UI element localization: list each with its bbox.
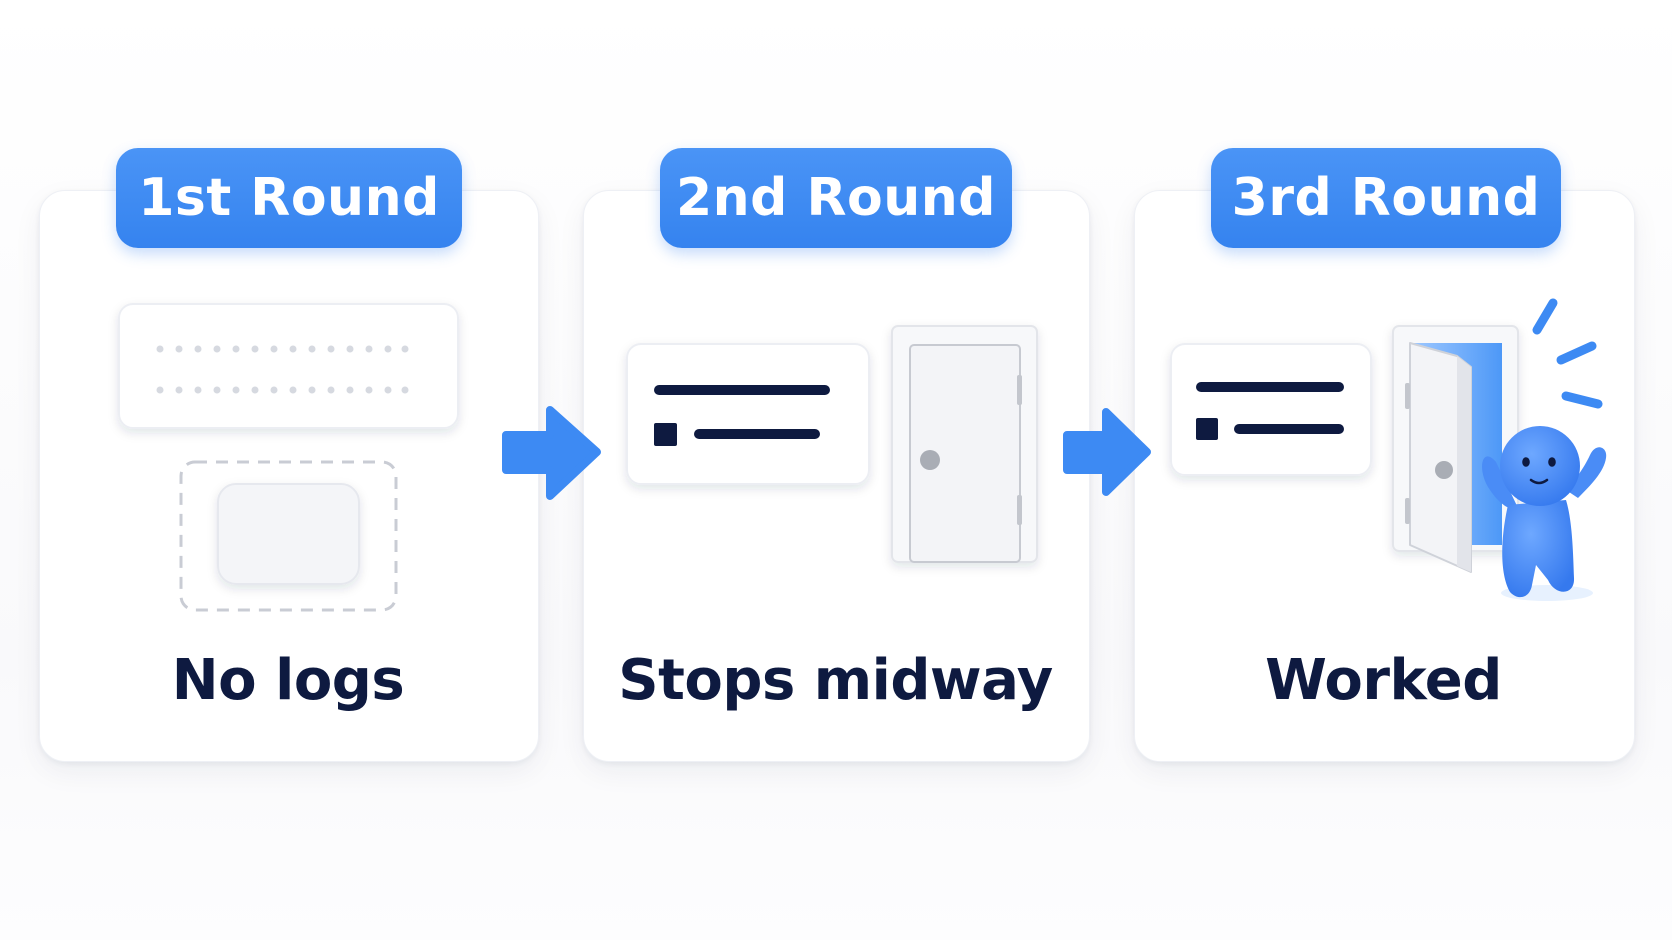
blank-log-placeholder-icon — [118, 303, 459, 429]
round-1-badge: 1st Round — [116, 148, 462, 248]
log-lines-icon — [626, 343, 870, 485]
happy-character-icon — [1482, 426, 1607, 601]
round-2-badge: 2nd Round — [660, 148, 1012, 248]
round-1-card — [39, 190, 539, 762]
arrow-right-icon — [502, 406, 601, 500]
log-lines-icon — [1170, 343, 1372, 476]
round-2-caption: Stops midway — [618, 648, 1053, 713]
round-3-caption: Worked — [1265, 648, 1502, 713]
empty-button-icon — [179, 460, 398, 612]
open-door-icon — [1392, 325, 1519, 573]
round-3-badge: 3rd Round — [1211, 148, 1561, 248]
sparkle-lines-icon — [1532, 298, 1603, 409]
round-1-caption: No logs — [171, 648, 405, 713]
closed-door-icon — [891, 325, 1038, 563]
arrow-right-icon — [1063, 408, 1151, 496]
